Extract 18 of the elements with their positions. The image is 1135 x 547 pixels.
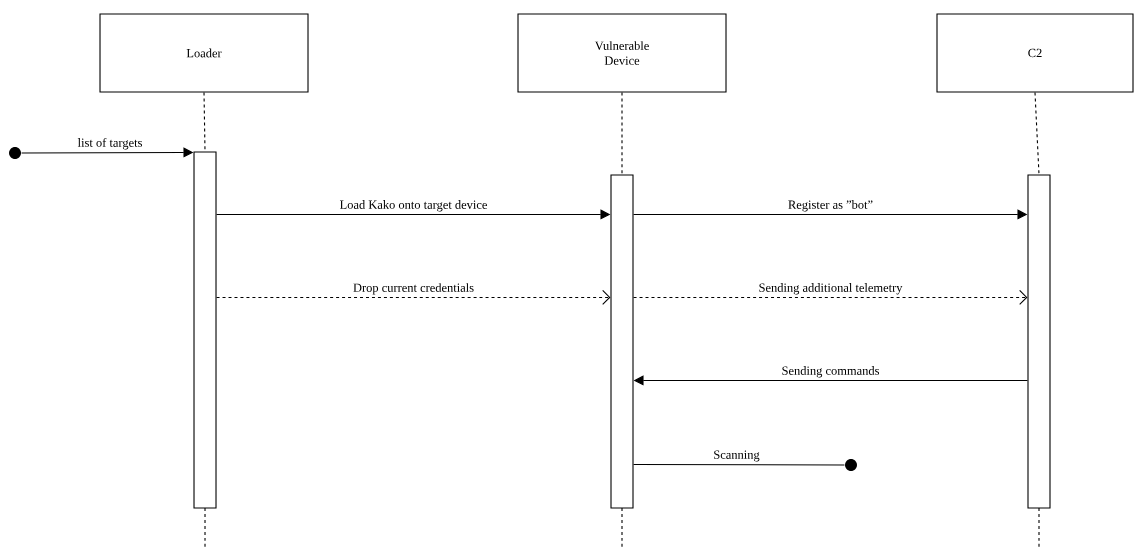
edge-label: Scanning [712, 449, 761, 463]
edge-label: Load Kako onto target device [338, 199, 489, 213]
message-arrow [216, 289, 611, 305]
edge-label: list of targets [76, 137, 144, 151]
participant-box: Loader [99, 13, 309, 93]
message-arrow [633, 289, 1028, 305]
lifeline [1034, 92, 1040, 175]
participant-box: C2 [936, 13, 1134, 93]
edge-label: Register as ”bot” [786, 199, 875, 213]
activation-bar [1027, 174, 1051, 509]
edge-label: Sending commands [780, 365, 881, 379]
edge-label: Drop current credentials [352, 282, 475, 296]
lifeline [203, 92, 206, 152]
lifeline [621, 92, 623, 175]
activation-bar [193, 151, 217, 509]
edge-label: Sending additional telemetry [757, 282, 904, 296]
participant-box: Vulnerable Device [517, 13, 727, 93]
activation-bar [610, 174, 634, 509]
